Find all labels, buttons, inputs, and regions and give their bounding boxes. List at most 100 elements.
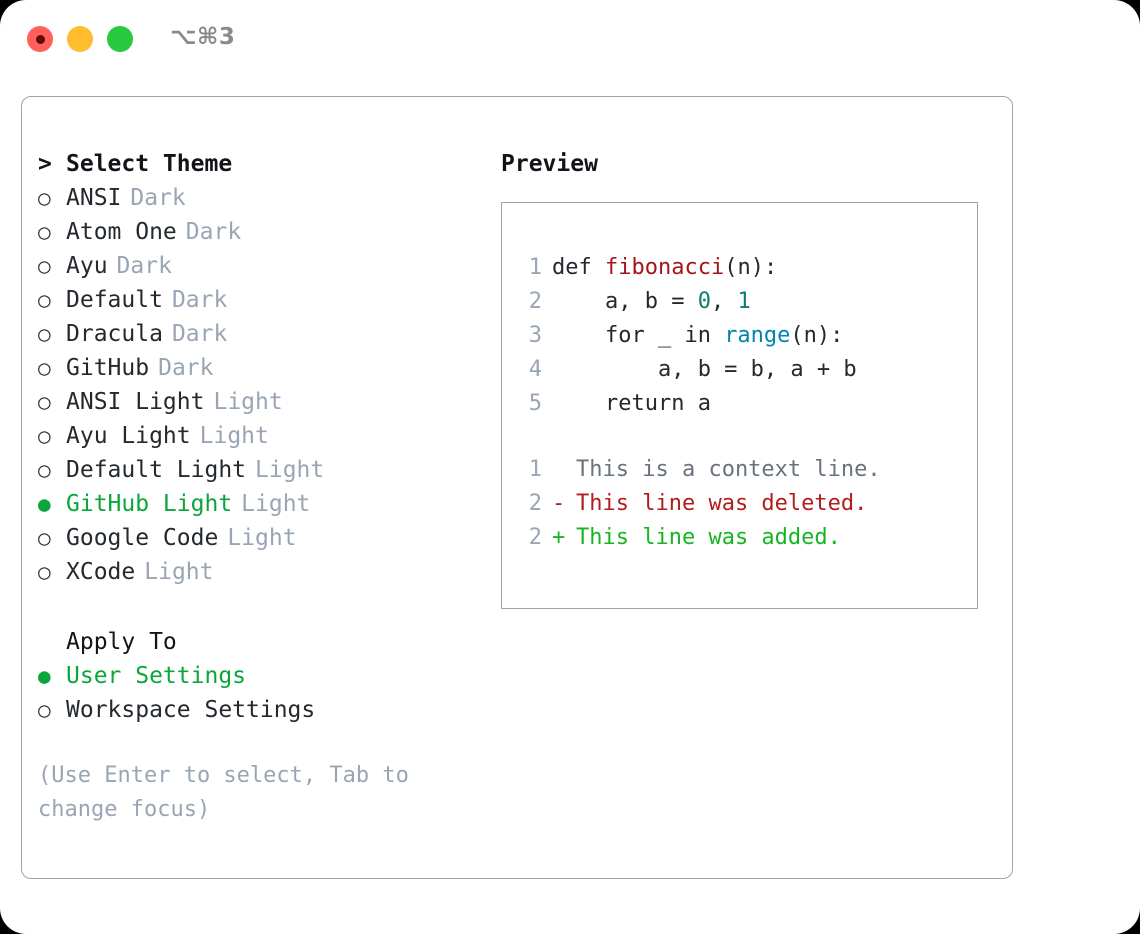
radio-selected-icon: ● xyxy=(38,664,51,688)
minimize-button[interactable] xyxy=(67,26,93,52)
title-bar: ⌥⌘3 xyxy=(0,0,1140,76)
radio-unselected-icon: ○ xyxy=(38,560,51,584)
theme-option-google-code[interactable]: ○ Google Code Light xyxy=(38,521,488,555)
theme-option-label: Default Light xyxy=(66,457,247,483)
radio-unselected-icon: ○ xyxy=(38,458,51,482)
radio-unselected-icon: ○ xyxy=(38,322,51,346)
apply-to-header: Apply To xyxy=(38,625,488,659)
line-number: 3 xyxy=(528,323,542,348)
radio-selected-icon: ● xyxy=(38,492,51,516)
theme-option-variant: Light xyxy=(227,525,297,551)
preview-title: Preview xyxy=(501,151,598,177)
code-token-plain: (n): xyxy=(724,255,778,280)
theme-option-label: ANSI Light xyxy=(66,389,205,415)
theme-option-label: Ayu Light xyxy=(66,423,191,449)
diff-line-number: 2 xyxy=(528,525,542,550)
diff-line-del: 2-This line was deleted. xyxy=(516,487,881,521)
theme-option-default-light[interactable]: ○ Default Light Light xyxy=(38,453,488,487)
keyboard-shortcut-label: ⌥⌘3 xyxy=(170,24,236,50)
theme-option-ansi[interactable]: ○ ANSI Dark xyxy=(38,181,488,215)
theme-option-variant: Dark xyxy=(116,253,172,279)
line-number: 4 xyxy=(528,357,542,382)
theme-option-ayu-light[interactable]: ○ Ayu Light Light xyxy=(38,419,488,453)
theme-option-github-light[interactable]: ● GitHub Light Light xyxy=(38,487,488,521)
diff-line-number: 1 xyxy=(528,457,542,482)
theme-option-ayu[interactable]: ○ Ayu Dark xyxy=(38,249,488,283)
radio-unselected-icon: ○ xyxy=(38,220,51,244)
traffic-lights xyxy=(27,26,133,52)
theme-option-variant: Light xyxy=(199,423,269,449)
apply-to-header-indent xyxy=(38,625,66,659)
theme-option-label: Atom One xyxy=(66,219,177,245)
code-token-plain: def xyxy=(552,255,605,280)
apply-to-option-user-settings[interactable]: ● User Settings xyxy=(38,659,488,693)
radio-unselected-icon: ○ xyxy=(38,288,51,312)
code-line: 5 return a xyxy=(516,387,857,421)
theme-option-github[interactable]: ○ GitHub Dark xyxy=(38,351,488,385)
apply-to-option-label: User Settings xyxy=(66,663,247,689)
code-line: 3 for _ in range(n): xyxy=(516,319,857,353)
code-token-num: 0 xyxy=(697,289,711,314)
select-theme-header-label: Select Theme xyxy=(66,151,233,177)
code-token-plain: , xyxy=(710,289,738,314)
radio-unselected-icon: ○ xyxy=(38,526,51,550)
code-line: 4 a, b = b, a + b xyxy=(516,353,857,387)
theme-option-variant: Dark xyxy=(171,287,228,313)
select-theme-header: > Select Theme xyxy=(38,147,488,181)
radio-unselected-icon: ○ xyxy=(38,186,51,210)
theme-option-label: Google Code xyxy=(66,525,219,551)
radio-unselected-icon: ○ xyxy=(38,390,51,414)
code-token-func: fibonacci xyxy=(604,255,725,280)
maximize-button[interactable] xyxy=(107,26,133,52)
theme-option-variant: Dark xyxy=(158,355,214,381)
apply-to-list: ● User Settings ○Workspace Settings xyxy=(38,659,488,727)
theme-option-variant: Dark xyxy=(185,219,242,245)
diff-marker: - xyxy=(552,491,566,516)
line-number: 5 xyxy=(528,391,542,416)
code-line: 2 a, b = 0, 1 xyxy=(516,285,857,319)
theme-option-atom-one[interactable]: ○ Atom One Dark xyxy=(38,215,488,249)
theme-option-variant: Dark xyxy=(130,185,186,211)
apply-to-option-workspace-settings[interactable]: ○Workspace Settings xyxy=(38,693,488,727)
theme-option-variant: Light xyxy=(241,491,311,517)
code-token-num: 1 xyxy=(737,289,751,314)
diff-line-ctx: 1 This is a context line. xyxy=(516,453,881,487)
diff-text: This line was deleted. xyxy=(576,491,868,516)
theme-option-variant: Light xyxy=(255,457,325,483)
selection-caret-icon: > xyxy=(38,151,52,177)
theme-option-label: Ayu xyxy=(66,253,108,279)
diff-line-number: 2 xyxy=(528,491,542,516)
apply-to-header-label: Apply To xyxy=(66,629,177,655)
theme-option-xcode[interactable]: ○ XCode Light xyxy=(38,555,488,589)
theme-option-label: Dracula xyxy=(66,321,163,347)
theme-option-label: GitHub xyxy=(66,355,150,381)
radio-unselected-icon: ○ xyxy=(38,424,51,448)
code-token-plain: a, b = xyxy=(552,289,698,314)
diff-line-add: 2+This line was added. xyxy=(516,521,881,555)
theme-option-variant: Light xyxy=(144,559,214,585)
theme-option-label: XCode xyxy=(66,559,136,585)
diff-marker xyxy=(552,453,576,487)
theme-option-variant: Dark xyxy=(171,321,228,347)
theme-option-dracula[interactable]: ○ Dracula Dark xyxy=(38,317,488,351)
close-button[interactable] xyxy=(27,26,53,52)
diff-text: This is a context line. xyxy=(576,457,881,482)
diff-marker: + xyxy=(552,525,566,550)
radio-unselected-icon: ○ xyxy=(38,356,51,380)
theme-option-label: GitHub Light xyxy=(66,491,233,517)
code-token-builtin: range xyxy=(724,323,791,348)
theme-option-ansi-light[interactable]: ○ ANSI Light Light xyxy=(38,385,488,419)
theme-option-label: ANSI xyxy=(66,185,122,211)
code-token-plain: (n): xyxy=(790,323,844,348)
radio-unselected-icon: ○ xyxy=(38,254,51,278)
code-token-plain: a, b = b, a + b xyxy=(552,357,857,382)
theme-option-variant: Light xyxy=(213,389,283,415)
